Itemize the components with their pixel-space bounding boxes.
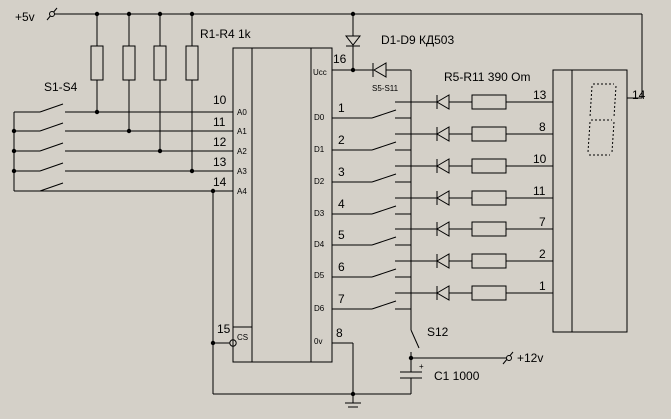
- segment-pin-2: 8: [539, 120, 546, 134]
- diode-d2: [372, 62, 412, 330]
- pin-number-d3: 4: [338, 197, 345, 211]
- data-channel-5: [332, 253, 553, 278]
- port-cs: CS: [237, 333, 248, 342]
- port-d4: D4: [314, 240, 325, 249]
- port-0v: 0v: [314, 337, 322, 346]
- capacitor-label: C1 1000: [434, 369, 480, 383]
- port-a3: A3: [237, 167, 247, 176]
- pin-number-ucc: 16: [333, 52, 347, 66]
- resistor-r3: [153, 14, 167, 151]
- diodes-label: D1-D9 КД503: [381, 33, 454, 47]
- resistors-top-label: R1-R4 1k: [200, 27, 252, 41]
- pin-number-d1: 2: [338, 133, 345, 147]
- pin-number-d2: 3: [338, 165, 345, 179]
- ground-symbol: [345, 402, 361, 408]
- switches-left-label: S1-S4: [44, 80, 78, 94]
- pin-number-d0: 1: [338, 101, 345, 115]
- junction-dot: [189, 168, 195, 174]
- switches-diode-label: S5-S11: [372, 84, 399, 93]
- supply-rail-5v: [46, 7, 643, 99]
- port-d5: D5: [314, 271, 325, 280]
- port-a0: A0: [237, 108, 247, 117]
- port-a2: A2: [237, 147, 247, 156]
- switch-s3: [14, 150, 233, 172]
- resistors-right-label: R5-R11 390 Om: [444, 70, 530, 84]
- diode-d1: [344, 14, 362, 70]
- port-a1: A1: [237, 127, 247, 136]
- switch-s4: [14, 170, 233, 192]
- pin-number-d6: 7: [338, 292, 345, 306]
- segment-pin-6: 2: [539, 247, 546, 261]
- resistor-r1: [90, 14, 104, 112]
- switch-s12-label: S12: [427, 325, 449, 339]
- junction-dot: [157, 148, 163, 154]
- data-channel-4: [332, 221, 553, 246]
- pin-number-a3: 13: [213, 155, 227, 169]
- data-channel-0: [332, 94, 553, 119]
- junction-dot: [94, 109, 100, 115]
- segment-pin-4: 11: [533, 184, 546, 198]
- pin-number-a4: 14: [213, 175, 227, 189]
- resistor-r2: [122, 14, 136, 131]
- junction-dot: [408, 355, 414, 361]
- port-d6: D6: [314, 304, 325, 313]
- data-channel-1: [332, 126, 553, 151]
- port-ucc: Ucc: [313, 68, 327, 77]
- pin-number-gnd: 8: [336, 326, 343, 340]
- junction-dot: [11, 128, 17, 134]
- seven-segment-display: [552, 69, 628, 333]
- port-d0: D0: [314, 113, 325, 122]
- pin-number-d5: 6: [338, 260, 345, 274]
- capacitor-plus-sign: +: [419, 362, 424, 371]
- data-channel-6: [332, 285, 553, 310]
- pin-number-a0: 10: [213, 93, 227, 107]
- rom-chip: [232, 47, 333, 363]
- capacitor-c1: [400, 371, 422, 394]
- port-d1: D1: [314, 145, 325, 154]
- pin-number-cs: 15: [217, 322, 231, 336]
- junction-dot: [350, 391, 356, 397]
- switch-s2: [14, 130, 233, 152]
- display-common-pin: 14: [632, 88, 646, 102]
- plus12-terminal: [502, 351, 514, 365]
- switch-s12: [410, 329, 420, 372]
- pin-number-d4: 5: [338, 228, 345, 242]
- vcc-label: +5v: [15, 10, 35, 24]
- junction-dot: [11, 148, 17, 154]
- port-d2: D2: [314, 177, 325, 186]
- pin-number-a2: 12: [213, 135, 227, 149]
- junction-dot: [350, 67, 356, 73]
- pin-number-a1: 11: [213, 115, 226, 129]
- plus12-label: +12v: [517, 351, 543, 365]
- port-a4: A4: [237, 187, 247, 196]
- junction-dot: [126, 128, 132, 134]
- segment-pin-1: 13: [533, 88, 547, 102]
- switch-s1: [14, 111, 233, 132]
- segment-pin-7: 1: [539, 279, 546, 293]
- segment-pin-5: 7: [539, 215, 546, 229]
- junction-dot: [11, 168, 17, 174]
- data-channel-2: [332, 158, 553, 183]
- port-d3: D3: [314, 209, 325, 218]
- data-channel-3: [332, 190, 553, 215]
- resistor-r4: [185, 14, 199, 171]
- junction-dot: [210, 340, 216, 346]
- segment-pin-3: 10: [533, 152, 547, 166]
